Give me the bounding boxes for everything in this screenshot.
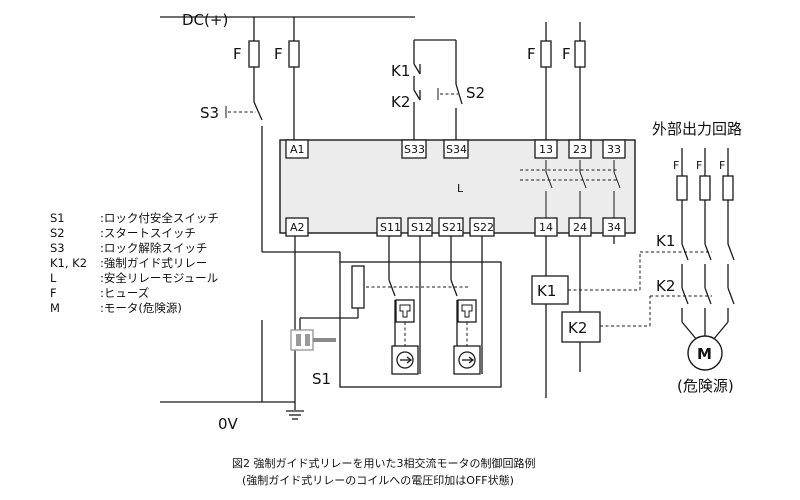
fuse-left-1: [248, 40, 260, 68]
caption-line-1: 図2 強制ガイド式リレーを用いた3相交流モータの制御回路例: [232, 456, 536, 470]
s3-pushbutton: [225, 106, 256, 118]
coil-mechanical-links: [568, 251, 712, 327]
fuse-label-left-1: F: [233, 45, 242, 63]
terminal-33: [602, 139, 626, 159]
legend-key-l: L: [50, 271, 57, 285]
fuse-ext-label-3: F: [719, 159, 725, 172]
legend-desc-s3: :ロック解除スイッチ: [100, 241, 207, 255]
terminal-s12-label: S12: [411, 221, 432, 234]
fuse-ext-label-2: F: [696, 159, 702, 172]
terminal-s11-label: S11: [380, 221, 401, 234]
k2-label-top: K2: [391, 93, 410, 111]
legend-desc-k1k2: :強制ガイド式リレー: [100, 256, 207, 270]
terminal-24-label: 24: [573, 221, 587, 234]
k2-coil-label: K2: [568, 319, 587, 337]
terminal-33-label: 33: [607, 143, 621, 156]
external-output-label: 外部出力回路: [652, 120, 742, 138]
motor-label: M: [697, 345, 712, 363]
k1-k2-s2-loop: [413, 39, 463, 140]
terminal-s34-label: S34: [446, 143, 467, 156]
s1-label: S1: [312, 370, 331, 388]
terminal-a1: [285, 139, 309, 159]
legend-key-k1k2: K1, K2: [50, 256, 87, 270]
fuse-ext-3: [722, 175, 734, 201]
relay-coil-wiring: [545, 236, 615, 398]
legend-key-f: F: [50, 286, 57, 300]
fuse-right-2: [574, 40, 586, 68]
legend-desc-m: :モータ(危険源): [100, 301, 182, 315]
caption-line-2: (強制ガイド式リレーのコイルへの電圧印加はOFF状態): [242, 473, 514, 487]
dc-plus-label: DC(+): [182, 11, 228, 29]
terminal-s33-label: S33: [404, 143, 425, 156]
door-actuator-key: [290, 329, 336, 351]
k1-coil-label: K1: [537, 282, 556, 300]
fuse-left-2: [288, 40, 300, 68]
terminal-13-label: 13: [539, 143, 553, 156]
module-l-label: L: [457, 182, 464, 195]
terminal-s34: [443, 139, 469, 159]
fuse-right-1: [540, 40, 552, 68]
terminal-a2: [285, 217, 309, 237]
three-phase-circuit: [676, 148, 735, 341]
fuse-label-left-2: F: [274, 45, 283, 63]
motor-symbol: [687, 335, 723, 371]
fuse-ext-label-1: F: [673, 159, 679, 172]
zero-v-label: 0V: [218, 415, 239, 433]
fuse-label-right-1: F: [527, 45, 536, 63]
right-supply-branches: [540, 22, 586, 140]
terminal-23: [568, 139, 592, 159]
power-rails: [160, 16, 415, 403]
fuse-ext-2: [699, 175, 711, 201]
terminal-a1-label: A1: [290, 143, 305, 156]
terminal-13: [534, 139, 558, 159]
legend-desc-s1: :ロック付安全スイッチ: [100, 211, 219, 225]
left-supply-branches: [248, 17, 341, 420]
s3-label: S3: [200, 104, 219, 122]
terminal-s21-label: S21: [442, 221, 463, 234]
legend-desc-s2: :スタートスイッチ: [100, 226, 196, 240]
legend-desc-f: :ヒューズ: [100, 286, 149, 300]
k2-label-ext: K2: [656, 277, 675, 295]
terminal-s22-label: S22: [473, 221, 494, 234]
s2-label: S2: [466, 84, 485, 102]
terminal-23-label: 23: [573, 143, 587, 156]
fuse-ext-1: [676, 175, 688, 201]
k2-relay-coil: [561, 311, 601, 343]
terminal-s33: [401, 139, 427, 159]
module-output-contacts: [520, 160, 621, 218]
module-top-terminals: [285, 139, 626, 159]
legend-key-s2: S2: [50, 226, 65, 240]
legend-key-s1: S1: [50, 211, 65, 225]
terminal-14-label: 14: [539, 221, 553, 234]
terminal-34-label: 34: [607, 221, 621, 234]
hazard-label: (危険源): [677, 377, 734, 395]
k1-label-ext: K1: [656, 232, 675, 250]
k1-label-top: K1: [391, 62, 410, 80]
s1-internals: [299, 236, 483, 375]
legend: S1 :ロック付安全スイッチ S2 :スタートスイッチ S3 :ロック解除スイッ…: [50, 211, 219, 315]
terminal-a2-label: A2: [290, 221, 305, 234]
legend-key-s3: S3: [50, 241, 65, 255]
legend-desc-l: :安全リレーモジュール: [100, 271, 218, 285]
fuse-label-right-2: F: [562, 45, 571, 63]
legend-key-m: M: [50, 301, 60, 315]
